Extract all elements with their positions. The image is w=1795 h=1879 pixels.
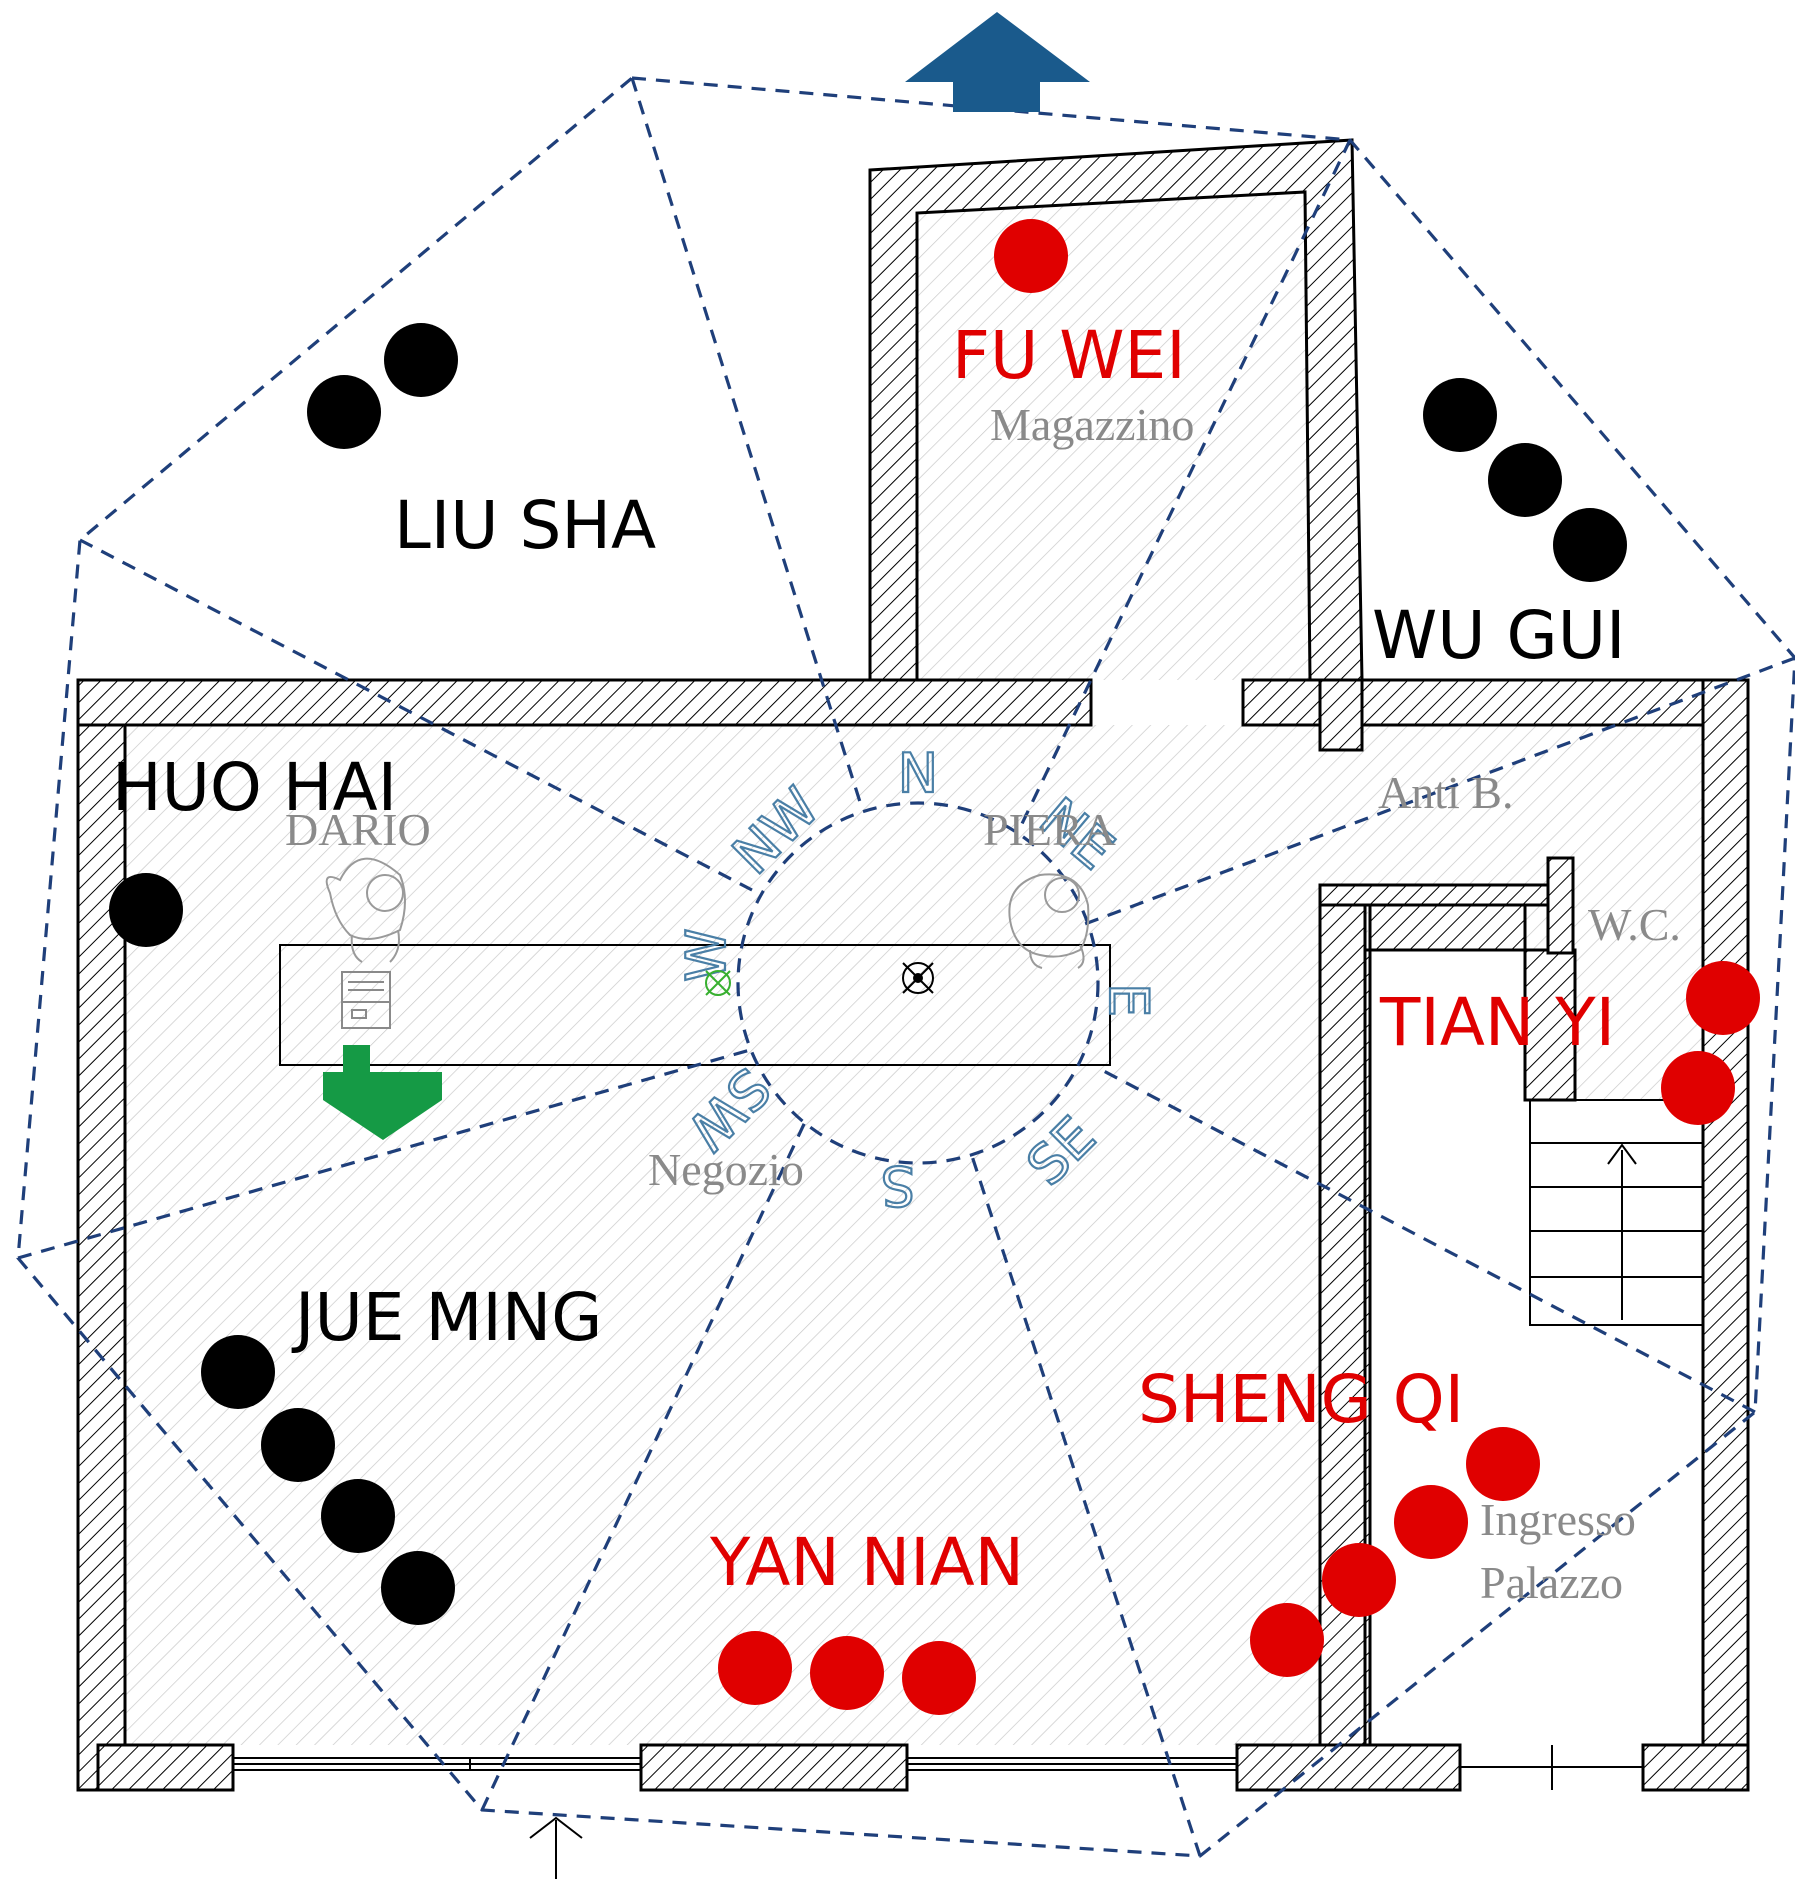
dot-tian-yi: [1686, 961, 1760, 1035]
room-palazzo: Palazzo: [1480, 1557, 1623, 1608]
dot-sheng-qi: [1322, 1543, 1396, 1617]
sector-labels: FU WEI LIU SHA WU GUI HUO HAI TIAN YI JU…: [112, 317, 1625, 1601]
person-dario-label: DARIO: [285, 804, 431, 855]
shop-counter: [279, 944, 1111, 1066]
room-ingresso: Ingresso: [1480, 1494, 1636, 1545]
bagua-grid: [16, 76, 1795, 1858]
room-magazzino: Magazzino: [990, 399, 1194, 450]
dot-liu-sha: [307, 375, 381, 449]
staircase: [1529, 1099, 1704, 1326]
label-fu-wei: FU WEI: [952, 317, 1186, 394]
person-icon-dario: [325, 857, 406, 963]
dot-fu-wei: [994, 219, 1068, 293]
dot-liu-sha: [384, 323, 458, 397]
person-piera-label: PIERA: [983, 804, 1116, 855]
label-sheng-qi: SHENG QI: [1138, 1361, 1464, 1438]
dot-sheng-qi: [1250, 1603, 1324, 1677]
dot-wu-gui: [1488, 443, 1562, 517]
label-wu-gui: WU GUI: [1372, 597, 1625, 674]
label-jue-ming: JUE MING: [291, 1279, 602, 1356]
dot-jue-ming: [321, 1479, 395, 1553]
sector-dots: [109, 219, 1760, 1715]
dot-yan-nian: [902, 1641, 976, 1715]
label-tian-yi: TIAN YI: [1379, 984, 1615, 1061]
room-negozio: Negozio: [648, 1144, 804, 1195]
person-icon-piera: [1008, 873, 1090, 969]
dot-jue-ming: [261, 1408, 335, 1482]
room-anti-b: Anti B.: [1378, 767, 1513, 818]
dot-huo-hai: [109, 873, 183, 947]
label-liu-sha: LIU SHA: [394, 487, 656, 564]
room-wc: W.C.: [1588, 899, 1681, 950]
label-huo-hai: HUO HAI: [112, 749, 397, 826]
cash-register-icon: [341, 971, 391, 1029]
dot-wu-gui: [1553, 508, 1627, 582]
dot-yan-nian: [718, 1631, 792, 1705]
dot-sheng-qi: [1466, 1427, 1540, 1501]
dot-yan-nian: [810, 1636, 884, 1710]
room-labels: Magazzino Anti B. W.C. Negozio Ingresso …: [285, 399, 1681, 1608]
dot-tian-yi: [1661, 1051, 1735, 1125]
label-yan-nian: YAN NIAN: [709, 1524, 1024, 1601]
dot-wu-gui: [1423, 378, 1497, 452]
dot-jue-ming: [201, 1335, 275, 1409]
compass-e: E: [1097, 983, 1160, 1017]
palazzo-door: [1460, 1745, 1643, 1790]
north-arrow-icon: [905, 12, 1090, 112]
center-point-icon: [902, 962, 934, 994]
compass-n: N: [898, 742, 938, 805]
dot-sheng-qi: [1394, 1485, 1468, 1559]
dot-jue-ming: [381, 1551, 455, 1625]
entry-arrow-icon: [529, 1816, 583, 1879]
compass-s: S: [881, 1154, 915, 1217]
entrance-arrow-icon: [323, 1045, 442, 1140]
target-point-icon: [705, 970, 731, 996]
